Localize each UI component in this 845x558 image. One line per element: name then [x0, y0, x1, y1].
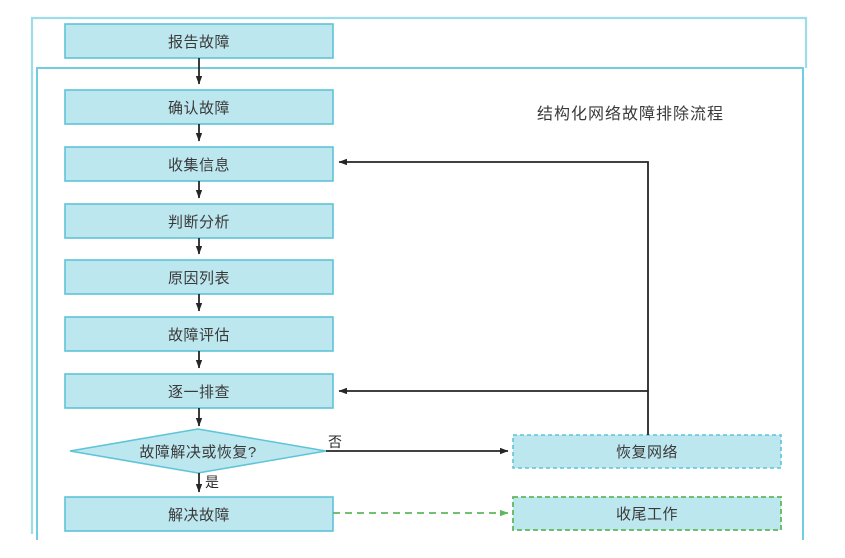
edge-restore-collect — [338, 158, 649, 391]
node-shape-causes[interactable] — [64, 259, 334, 295]
outer-frame — [30, 16, 808, 534]
frame-group — [30, 16, 808, 540]
node-shape-restore[interactable] — [512, 434, 782, 469]
node-shape-resolved[interactable] — [64, 496, 334, 532]
node-shape-report[interactable] — [64, 23, 334, 59]
node-shapes — [64, 23, 782, 532]
node-shape-collect[interactable] — [64, 146, 334, 182]
diagram-title: 结构化网络故障排除流程 — [537, 106, 725, 123]
inner-frame — [36, 67, 804, 540]
edge-label-no: 否 — [328, 434, 342, 450]
node-shape-decision[interactable] — [69, 428, 327, 474]
edge-group — [195, 58, 649, 493]
node-shape-assess[interactable] — [64, 316, 334, 352]
node-shape-inspect[interactable] — [64, 373, 334, 409]
node-shape-confirm[interactable] — [64, 89, 334, 125]
node-shape-analyze[interactable] — [64, 203, 334, 239]
node-shape-wrapup[interactable] — [512, 496, 782, 531]
edge-restore-inspect — [338, 387, 649, 435]
edge-label-yes: 是 — [205, 474, 219, 490]
